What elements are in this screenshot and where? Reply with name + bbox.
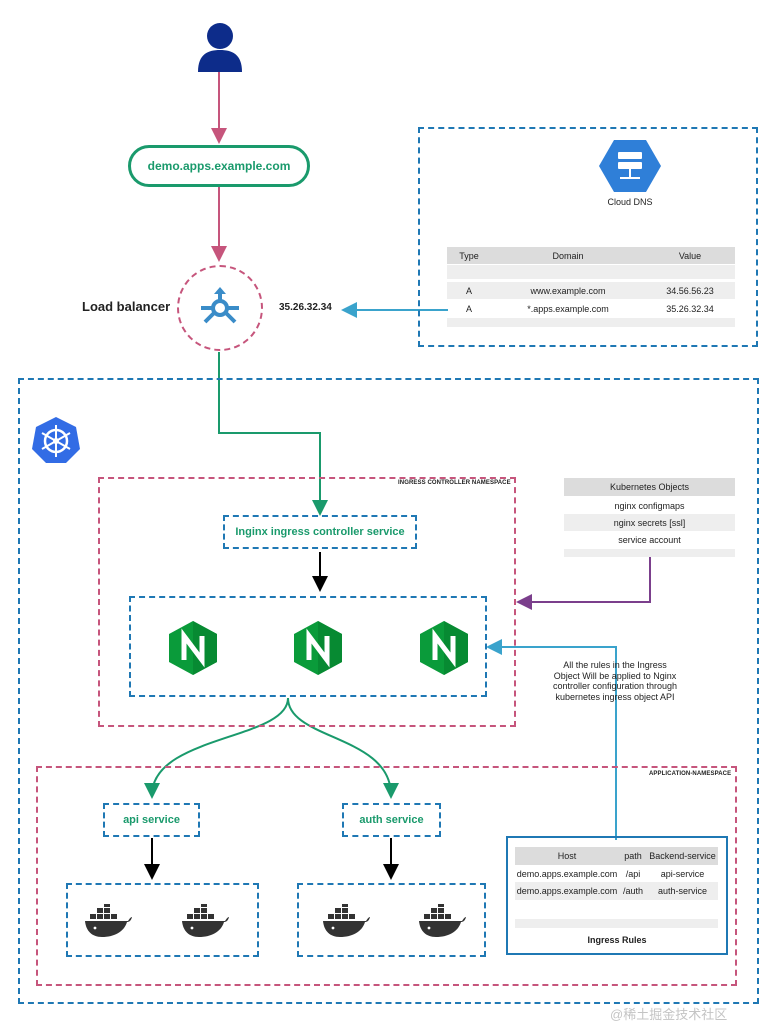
dns-table-row: A *.apps.example.com 35.26.32.34 [447,300,735,317]
cloud-dns-label: Cloud DNS [607,197,653,207]
rules-table-footer [515,919,718,928]
k8s-object-item-label: nginx secrets [ssl] [613,517,686,528]
nginx-icon [292,620,344,676]
dns-row-domain: *.apps.example.com [527,303,609,314]
cloud-dns-box [418,127,758,347]
load-balancer-icon [201,287,239,324]
kubernetes-icon [30,415,82,465]
dns-row-value: 34.56.56.23 [666,285,714,296]
ingress-rules-box [506,836,728,955]
dns-col-type: Type [459,250,479,261]
rules-note-line: controller configuration through [552,681,678,691]
dns-table-row: A www.example.com 34.56.56.23 [447,282,735,299]
rules-note-line: Object Will be applied to Nginx [553,670,677,681]
k8s-object-item: nginx secrets [ssl] [564,514,735,531]
rules-table-row: demo.apps.example.com /api api-service [515,865,718,882]
docker-icon [322,904,370,938]
docker-icon [181,904,229,938]
load-balancer [177,265,263,351]
docker-icon [418,904,466,938]
k8s-objects-header: Kubernetes Objects [564,478,735,496]
application-namespace-box [36,766,737,986]
watermark: @稀土掘金技术社区 [610,1007,728,1022]
rules-row-path: /auth [622,886,644,896]
nginx-icon [167,620,219,676]
arrow-objects-to-pods [516,557,651,610]
rules-row-host: demo.apps.example.com [516,868,618,879]
load-balancer-label: Load balancer [82,299,171,314]
domain-pill: demo.apps.example.com [128,145,310,187]
k8s-object-item-label: nginx configmaps [614,500,685,511]
arrow-pods-to-api [144,697,289,799]
rules-note-line: kubernetes ingress object API [555,691,675,702]
auth-service: auth service [342,803,441,837]
arrow-pods-to-auth [287,697,399,799]
dns-row-type: A [465,303,472,314]
nginx-icon [418,620,470,676]
ingress-controller-service-label: Inginx ingress controller service [235,526,405,538]
rules-note-line: All the rules in the Ingress [563,660,667,670]
dns-col-value: Value [678,250,702,261]
api-service: api service [103,803,200,837]
ingress-rules-title: Ingress Rules [587,935,647,945]
k8s-object-item: nginx configmaps [564,497,735,514]
rules-col-host: Host [557,851,577,861]
rules-table-row: demo.apps.example.com /auth auth-service [515,882,718,900]
api-service-label: api service [123,814,180,826]
kubernetes-cluster-box [18,378,759,1004]
ingress-controller-service: Inginx ingress controller service [223,515,417,549]
rules-table-header: Host path Backend-service [515,847,718,865]
rules-col-backend: Backend-service [649,851,716,861]
application-namespace-label: APPLICATION-NAMESPACE [649,771,732,777]
arrow-lb-to-controller [218,352,328,516]
k8s-object-item-label: service account [618,534,681,545]
auth-containers-box [297,883,486,957]
dns-table-spacer [447,265,735,279]
cloud-dns-icon [598,138,662,194]
dns-row-domain: www.example.com [530,285,606,296]
rules-row-path: /api [625,868,641,879]
load-balancer-ip: 35.26.32.34 [279,302,332,313]
user-icon [196,22,244,72]
docker-icon [84,904,132,938]
rules-row-host: demo.apps.example.com [516,886,618,896]
k8s-objects-header-label: Kubernetes Objects [609,482,690,492]
rules-col-path: path [624,851,642,861]
nginx-pods-box [129,596,487,697]
domain-text: demo.apps.example.com [147,159,291,173]
ingress-namespace-box [98,477,516,727]
arrow-rules-to-pods [486,639,617,840]
dns-col-domain: Domain [552,250,584,261]
dns-table-header: Type Domain Value [447,247,735,264]
rules-row-backend: api-service [660,868,705,879]
ingress-namespace-label: INGRESS CONTROLLER NAMESPACE [398,480,511,486]
auth-service-label: auth service [359,814,424,826]
rules-note: All the rules in the Ingress Object Will… [540,660,690,702]
dns-row-type: A [465,285,472,296]
k8s-object-item: service account [564,531,735,548]
k8s-objects-footer [564,549,735,557]
dns-row-value: 35.26.32.34 [666,303,714,314]
rules-row-backend: auth-service [657,886,708,896]
api-containers-box [66,883,259,957]
dns-table-footer [447,318,735,327]
